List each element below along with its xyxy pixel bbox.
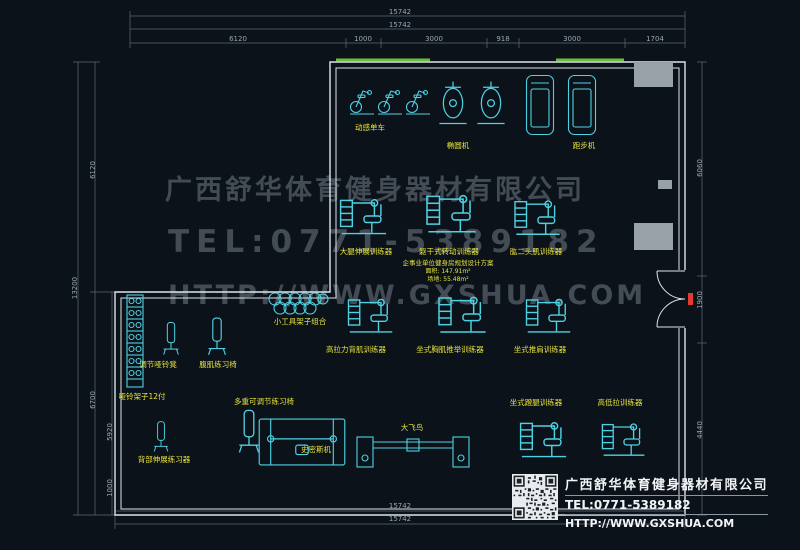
company-url: HTTP://WWW.GXSHUA.COM [565, 514, 769, 530]
pillars [634, 62, 673, 250]
equipment-label-torso-rotation: 躯干式转动训练器 [419, 247, 479, 256]
equipment-label-multi-bench: 多重可调节练习椅 [234, 397, 294, 406]
equipment-label-dumbbell-bench: 调节哑铃凳 [139, 360, 177, 369]
equipment-label-ab-bench: 腹肌练习椅 [199, 360, 237, 369]
dimension-label-top-segment: 6120 [229, 35, 247, 43]
dimension-label-right: 1900 [696, 291, 704, 309]
title-block-text: 广西舒华体育健身器材有限公司 TEL:0771-5389182 HTTP://W… [565, 474, 769, 530]
back-extension-icon [153, 420, 169, 453]
dimension-label-left: 1000 [106, 479, 114, 497]
dimension-lines [73, 11, 707, 529]
equipment-label-treadmill: 跑步机 [572, 141, 596, 150]
dimension-label-top-segment: 3000 [563, 35, 581, 43]
dumbbell-rack-icon [126, 294, 144, 388]
chest-press-machine-icon [438, 296, 487, 333]
dimension-label-left: 5920 [106, 423, 114, 441]
dimension-label-top-segment: 3000 [425, 35, 443, 43]
plan-note-area: 面积: 147.91m² [425, 268, 471, 275]
lat-pulldown-machine-icon [347, 298, 393, 333]
dimension-label-left: 6120 [89, 161, 97, 179]
company-tel: TEL:0771-5389182 [565, 495, 769, 514]
equipment-label-dumbbell-rack: 哑铃架子12付 [118, 392, 166, 401]
walls [114, 61, 686, 516]
accessory-rack-icon [268, 292, 329, 315]
title-block: 广西舒华体育健身器材有限公司 TEL:0771-5389182 HTTP://W… [512, 474, 769, 530]
equipment-label-leg-press: 坐式蹬腿训练器 [509, 398, 563, 407]
treadmill-icon [567, 74, 597, 136]
elliptical-icon [438, 80, 468, 125]
equipment-layer [126, 74, 646, 468]
dimension-label-top-overall-1: 15742 [388, 8, 412, 16]
dimension-label-top-overall-2: 15742 [388, 21, 412, 29]
dimension-label-bottom-overall-1: 15742 [388, 502, 412, 510]
equipment-label-shoulder-press: 坐式推肩训练器 [513, 345, 567, 354]
ab-bench-icon [208, 317, 226, 356]
high-low-pulley-machine-icon [601, 423, 646, 456]
leg-press-machine-icon [519, 421, 567, 458]
dimension-label-left: 6700 [89, 391, 97, 409]
cable-crossover-icon [356, 436, 470, 468]
spin-bike-icon [405, 89, 431, 115]
equipment-label-leg-extension: 大腿伸展训练器 [339, 247, 393, 256]
equipment-label-cable-crossover: 大飞鸟 [400, 423, 424, 432]
dimension-label-bottom-overall-2: 15742 [388, 515, 412, 523]
equipment-label-accessory-rack: 小工具架子组合 [273, 317, 327, 326]
dimension-label-left: 13200 [71, 276, 79, 300]
company-name: 广西舒华体育健身器材有限公司 [565, 478, 769, 493]
equipment-label-spin-bike: 动感单车 [355, 123, 385, 132]
dimension-label-top-segment: 918 [496, 35, 510, 43]
dimension-label-top-segment: 1000 [354, 35, 372, 43]
qr-code [512, 474, 558, 520]
plan-note-title: 企事业单位健身房规划设计方案 [402, 259, 494, 267]
spin-bike-icon [377, 89, 403, 115]
watermark-company: 广西舒华体育健身器材有限公司 [165, 175, 585, 206]
spin-bike-icon [349, 89, 375, 115]
elliptical-icon [476, 80, 506, 125]
equipment-label-chest-press: 坐式胸肌推举训练器 [416, 345, 484, 354]
equipment-label-lat-pulldown: 高拉力背肌训练器 [326, 345, 386, 354]
multi-adjustable-bench-icon [238, 409, 260, 454]
treadmill-icon [525, 74, 555, 136]
dimension-label-top-segment: 1704 [646, 35, 664, 43]
equipment-label-biceps: 肱二头肌训练器 [509, 247, 563, 256]
watermark-tel: TEL:0771-5389182 [168, 224, 605, 260]
watermark-url: HTTP://WWW.GXSHUA.COM [168, 280, 647, 311]
equipment-label-smith-machine: 史密斯机 [301, 445, 331, 454]
smith-machine-icon [258, 418, 346, 466]
torso-rotation-machine-icon [426, 194, 477, 233]
plan-note-area2: 场地: 55.48m² [427, 276, 469, 283]
leg-extension-machine-icon [339, 199, 387, 235]
equipment-label-elliptical: 椭圆机 [446, 141, 470, 150]
equipment-label-high-low-pulley: 高低拉训练器 [597, 398, 643, 407]
dimension-label-right: 6060 [696, 159, 704, 177]
dimension-label-right: 4440 [696, 421, 704, 439]
door-red-mark [688, 293, 693, 305]
double-door-icon [656, 270, 686, 328]
biceps-machine-icon [514, 200, 561, 235]
equipment-label-back-extension: 背部伸展练习器 [137, 455, 191, 464]
adjustable-dumbbell-bench-icon [163, 321, 179, 356]
shoulder-press-machine-icon [525, 298, 571, 333]
